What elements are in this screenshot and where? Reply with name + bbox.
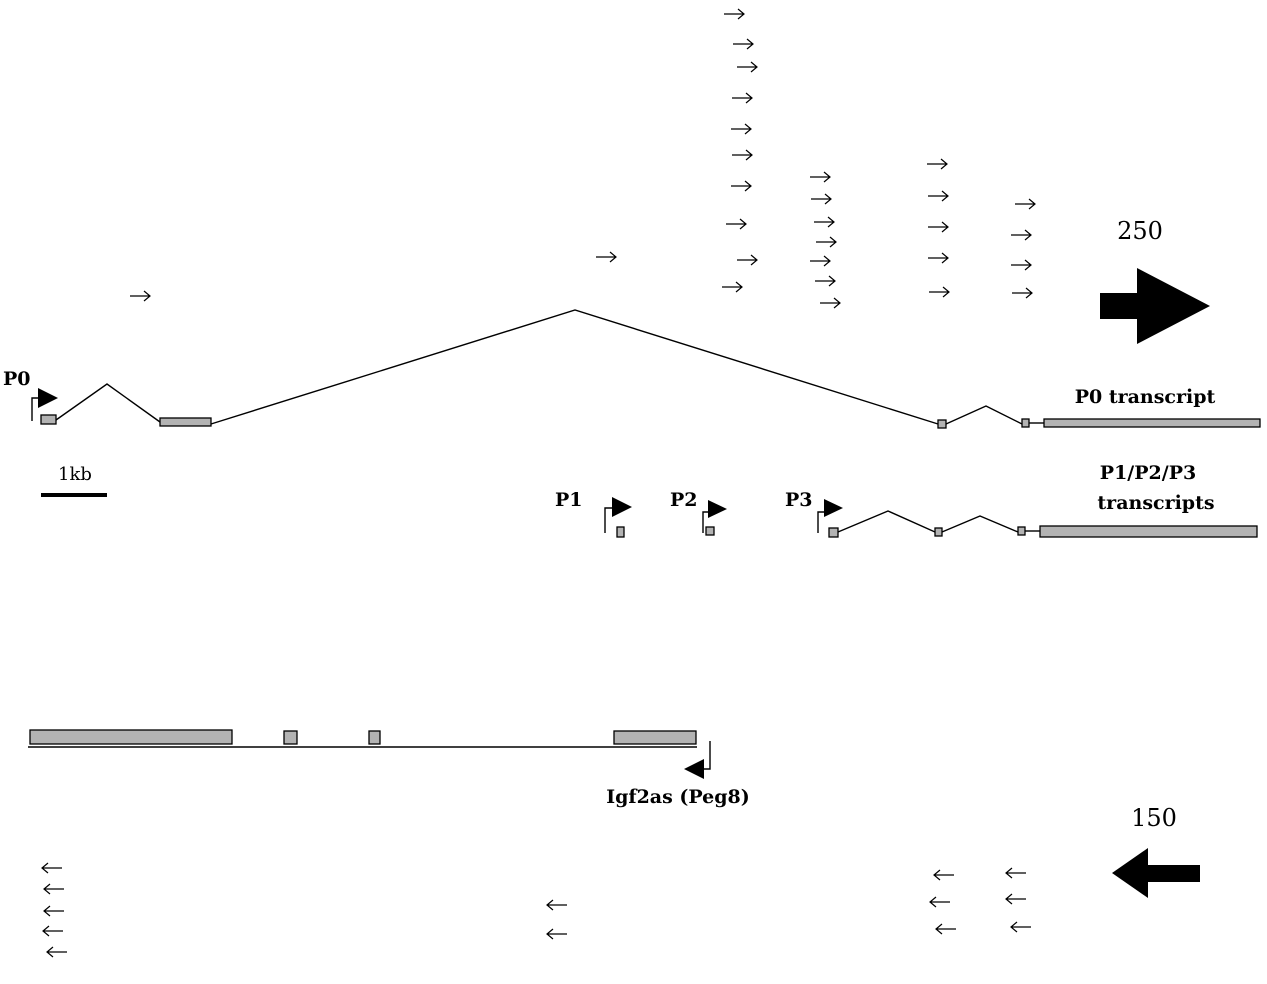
sense-read-arrow-icon — [1012, 287, 1033, 299]
sense-read-arrow-icon — [130, 290, 151, 302]
p3-intron-2 — [941, 515, 1019, 533]
p1-promoter-arrow-icon — [612, 497, 632, 517]
igf2as-promoter-arrow-icon — [684, 759, 704, 779]
sense-read-arrow-icon — [737, 254, 758, 266]
p0-intron-3 — [945, 405, 1023, 425]
igf2as-exon-1 — [29, 729, 233, 745]
sense-read-arrow-icon — [731, 180, 752, 192]
p3-intron-1 — [837, 510, 936, 533]
antisense-count-label: 150 — [1131, 804, 1177, 832]
sense-read-arrow-icon — [1011, 229, 1032, 241]
antisense-read-arrows — [41, 862, 1031, 958]
p0-exon-2 — [159, 417, 212, 427]
sense-read-arrows — [130, 8, 1036, 309]
p0-intron-1 — [55, 383, 161, 423]
sense-read-arrow-icon — [596, 251, 617, 263]
igf2as-label: Igf2as (Peg8) — [606, 786, 750, 808]
p0-exon-5 — [1043, 418, 1261, 428]
p0-promoter-stem — [31, 397, 40, 421]
antisense-read-arrow-icon — [546, 928, 567, 940]
sense-read-arrow-icon — [928, 252, 949, 264]
p2-exon — [705, 526, 715, 536]
p123-transcripts-label-line2: transcripts — [1097, 492, 1214, 514]
p3-promoter-stem — [817, 511, 826, 533]
sense-read-arrow-icon — [732, 92, 753, 104]
antisense-read-arrow-icon — [929, 896, 950, 908]
p0-transcript: P0 P0 transcript — [3, 309, 1261, 429]
big-antisense-arrow-icon — [1112, 848, 1200, 898]
p0-exon-3 — [937, 419, 947, 429]
p3-promoter-label: P3 — [785, 489, 813, 511]
sense-read-arrow-icon — [810, 255, 831, 267]
antisense-read-arrow-icon — [1010, 921, 1031, 933]
igf2as-exon-3 — [368, 730, 381, 745]
p0-exon-1 — [40, 414, 57, 425]
p0-exon-4 — [1021, 418, 1030, 428]
sense-read-arrow-icon — [733, 38, 754, 50]
p123-transcripts: P1 P2 P3 P1/P2/P3 transcripts — [555, 462, 1258, 538]
antisense-read-arrow-icon — [46, 946, 67, 958]
p0-promoter-label: P0 — [3, 368, 31, 390]
sense-read-arrow-icon — [1015, 198, 1036, 210]
big-sense-arrow-icon — [1100, 268, 1210, 344]
igf2as-transcript: Igf2as (Peg8) — [28, 729, 750, 808]
p3-promoter-arrow-icon — [824, 499, 843, 517]
scale-bar: 1kb — [41, 464, 107, 497]
p0-transcript-label: P0 transcript — [1075, 386, 1216, 408]
sense-read-arrow-icon — [724, 8, 745, 20]
sense-read-arrow-icon — [732, 149, 753, 161]
sense-read-arrow-icon — [820, 297, 841, 309]
igf2as-exon-2 — [283, 730, 298, 745]
sense-read-arrow-icon — [928, 190, 949, 202]
p1-exon — [616, 526, 625, 538]
p1-promoter-label: P1 — [555, 489, 583, 511]
antisense-read-arrow-icon — [43, 883, 64, 895]
antisense-read-arrow-icon — [1005, 893, 1026, 905]
sense-read-arrow-icon — [816, 236, 837, 248]
p123-transcripts-label-line1: P1/P2/P3 — [1100, 462, 1196, 484]
antisense-read-arrow-icon — [546, 899, 567, 911]
antisense-read-arrow-icon — [935, 923, 956, 935]
sense-read-arrow-icon — [737, 61, 758, 73]
sense-read-arrow-icon — [1011, 259, 1032, 271]
p2-promoter-label: P2 — [670, 489, 698, 511]
sense-read-arrow-icon — [929, 286, 950, 298]
sense-read-arrow-icon — [927, 158, 948, 170]
scale-bar-label: 1kb — [58, 464, 92, 485]
p2-promoter-arrow-icon — [708, 500, 727, 518]
sense-read-arrow-icon — [814, 216, 835, 228]
sense-read-arrow-icon — [731, 123, 752, 135]
antisense-read-arrow-icon — [933, 869, 954, 881]
sense-read-arrow-icon — [726, 218, 747, 230]
igf2as-promoter-stem — [702, 741, 711, 770]
sense-count-label: 250 — [1117, 217, 1163, 245]
p3-exon-1 — [828, 527, 839, 538]
p0-intron-2 — [210, 309, 939, 425]
p3-exon-4 — [1039, 525, 1258, 538]
antisense-read-arrow-icon — [1005, 867, 1026, 879]
antisense-read-arrow-icon — [43, 905, 64, 917]
sense-read-arrow-icon — [811, 193, 832, 205]
sense-read-arrow-icon — [722, 281, 743, 293]
sense-read-arrow-icon — [928, 221, 949, 233]
antisense-read-arrow-icon — [41, 862, 62, 874]
p0-promoter-arrow-icon — [38, 388, 58, 408]
p3-exon-2 — [934, 527, 943, 537]
p1-promoter-stem — [604, 507, 613, 533]
antisense-read-arrow-icon — [42, 925, 63, 937]
sense-read-arrow-icon — [815, 275, 836, 287]
igf2as-exon-4 — [613, 730, 697, 745]
sense-read-arrow-icon — [810, 171, 831, 183]
p3-exon-3 — [1017, 526, 1026, 536]
